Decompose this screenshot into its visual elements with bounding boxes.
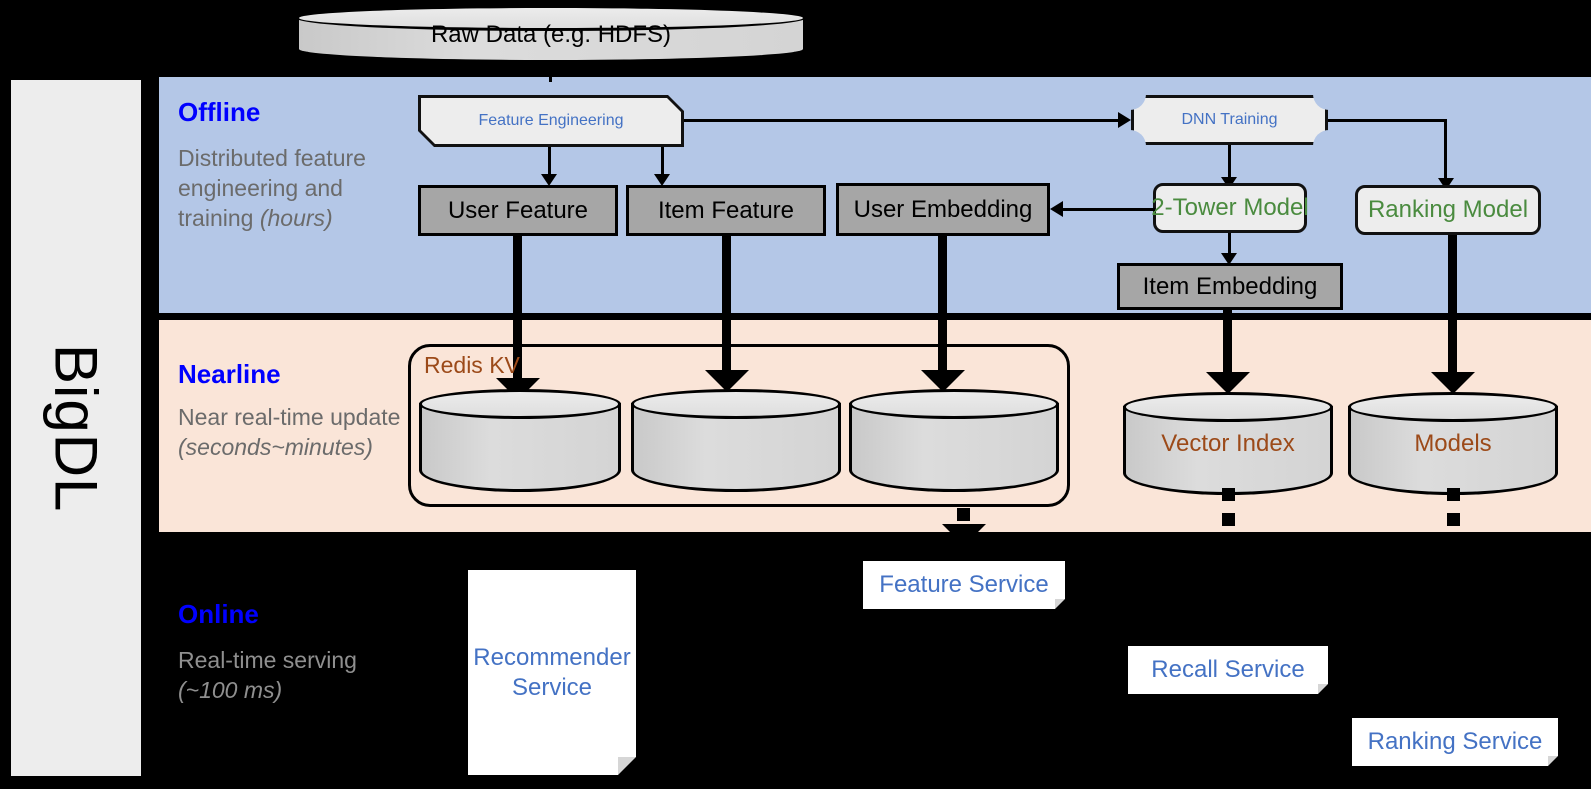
node-feature-engineering[interactable]: Feature Engineering [418, 95, 684, 147]
node-label-raw-data: Raw Data (e.g. HDFS) [430, 21, 672, 49]
node-models[interactable]: Models [1348, 392, 1558, 495]
node-label-user-embedding: User Embedding [853, 195, 1033, 223]
node-item-embedding[interactable]: Item Embedding [1117, 263, 1343, 310]
edge-dnn-to-ranking-h [1328, 119, 1447, 122]
cylinder-top [1348, 392, 1558, 422]
node-recommender-service[interactable]: Recommender Service [468, 570, 636, 775]
band-subtitle-nearline: Near real-time update (seconds~minutes) [178, 404, 401, 460]
edge-itemfeature-to-kv2 [722, 236, 731, 376]
arrowhead-vector-index [1206, 372, 1250, 394]
edge-dash-vector-index-1 [1222, 488, 1235, 501]
band-title-offline: Offline [178, 97, 261, 127]
edge-twotower-to-userembedding [1058, 208, 1155, 211]
edge-userfeature-to-kv1 [513, 236, 522, 384]
arrowhead-rawdata [537, 60, 565, 78]
node-label-redis-kv: Redis KV [424, 352, 520, 378]
node-label-ranking-service: Ranking Service [1367, 728, 1543, 755]
arrowhead-item-embedding [1221, 253, 1237, 265]
node-feature-service[interactable]: Feature Service [863, 561, 1065, 609]
arrowhead-kv2 [705, 370, 749, 392]
node-raw-data[interactable]: Raw Data (e.g. HDFS) [296, 5, 806, 63]
cylinder-body [419, 403, 621, 492]
node-label-two-tower-model: 2-Tower Model [1151, 194, 1309, 221]
node-label-user-feature: User Feature [447, 196, 589, 224]
edge-itemembedding-to-vectorindex [1223, 310, 1232, 378]
node-user-feature[interactable]: User Feature [418, 185, 618, 236]
notch-corner [1313, 130, 1329, 146]
edge-dash-redis-to-featureservice [957, 508, 970, 521]
cylinder-top [296, 5, 806, 31]
node-label-dnn-training: DNN Training [1181, 111, 1278, 128]
node-label-feature-engineering: Feature Engineering [478, 112, 624, 129]
edge-dash-models-1 [1447, 488, 1460, 501]
cylinder-top [631, 389, 841, 419]
edge-featureeng-to-dnn [684, 119, 1124, 122]
band-title-online: Online [178, 599, 259, 629]
arrowhead-feature-service [942, 524, 986, 546]
node-label-item-embedding: Item Embedding [1142, 272, 1318, 300]
node-kv-store-2[interactable] [631, 389, 841, 492]
node-dnn-training[interactable]: DNN Training [1130, 94, 1329, 146]
page-fold-icon [1055, 599, 1065, 609]
node-label-ranking-model: Ranking Model [1367, 196, 1529, 223]
bigdl-sidebar: BigDL [8, 77, 144, 779]
node-label-feature-service: Feature Service [879, 571, 1049, 598]
band-subtitle-online: Real-time serving (~100 ms) [178, 647, 357, 703]
edge-userembedding-to-kv3 [938, 236, 947, 376]
edge-dnn-to-twotower [1228, 145, 1231, 183]
node-label-recall-service: Recall Service [1151, 656, 1305, 683]
node-kv-store-1[interactable] [419, 389, 621, 492]
arrowhead-user-embedding [1050, 201, 1063, 217]
edge-dnn-to-ranking-v [1444, 119, 1447, 184]
arrowhead-kv3 [921, 370, 965, 392]
edge-twotower-to-itemembedding [1228, 233, 1231, 260]
band-title-nearline: Nearline [178, 359, 281, 389]
band-subtitle-offline: Distributed feature engineering and trai… [178, 145, 366, 231]
edge-dash-vector-index-2 [1222, 513, 1235, 526]
node-label-item-feature: Item Feature [657, 196, 795, 224]
node-ranking-service[interactable]: Ranking Service [1352, 718, 1558, 766]
arrowhead-userfeature [541, 174, 557, 186]
edge-dash-models-2 [1447, 513, 1460, 526]
page-fold-icon [1548, 756, 1558, 766]
node-ranking-model[interactable]: Ranking Model [1355, 185, 1541, 235]
node-kv-store-3[interactable] [849, 389, 1059, 492]
node-vector-index[interactable]: Vector Index [1123, 392, 1333, 495]
node-label-models: Models [1414, 429, 1492, 457]
bigdl-label: BigDL [42, 343, 110, 513]
cylinder-top [1123, 392, 1333, 422]
edge-rankingmodel-to-models [1448, 235, 1457, 378]
node-user-embedding[interactable]: User Embedding [836, 183, 1050, 236]
arrowhead-dnn-in [1118, 112, 1131, 128]
cylinder-top [849, 389, 1059, 419]
cylinder-top [419, 389, 621, 419]
node-redis-kv-container[interactable] [408, 344, 1070, 507]
page-fold-icon [618, 757, 636, 775]
arrowhead-models [1431, 372, 1475, 394]
node-item-feature[interactable]: Item Feature [626, 185, 826, 236]
edge-featureeng-to-userfeature [548, 147, 551, 180]
edge-featureeng-to-itemfeature [661, 147, 664, 180]
page-fold-icon [1318, 684, 1328, 694]
node-label-recommender-service: Recommender Service [473, 643, 631, 701]
node-label-vector-index: Vector Index [1161, 429, 1295, 457]
node-two-tower-model[interactable]: 2-Tower Model [1151, 183, 1309, 233]
node-recall-service[interactable]: Recall Service [1128, 646, 1328, 694]
arrowhead-itemfeature [654, 174, 670, 186]
